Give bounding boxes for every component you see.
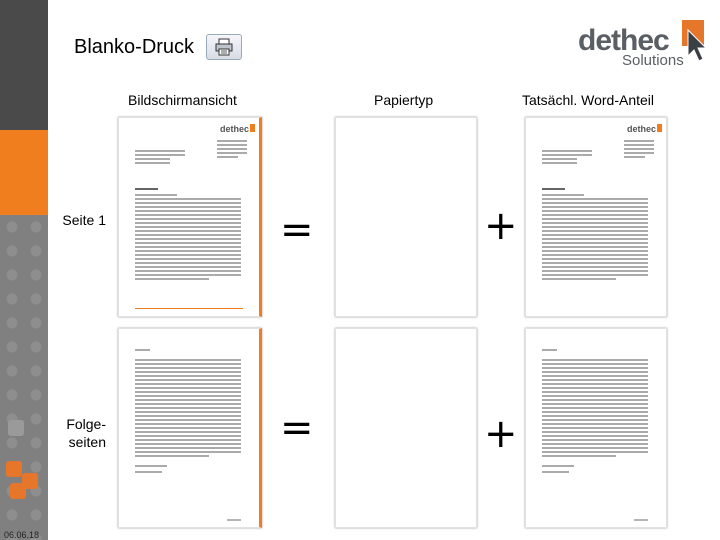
address-block — [542, 150, 592, 166]
company-logo: dethec Solutions — [578, 20, 710, 68]
puzzle-piece-icon — [6, 461, 22, 477]
puzzle-piece-icon — [10, 483, 26, 499]
body-text — [542, 349, 648, 475]
side-strip-accent — [0, 130, 48, 215]
row-label-first-page: Seite 1 — [50, 212, 106, 228]
equals-sign: = — [280, 408, 314, 448]
page-title: Blanko-Druck — [74, 36, 194, 59]
printer-icon — [214, 38, 234, 56]
body-text — [135, 349, 241, 475]
side-strip — [0, 0, 48, 540]
mini-logo: dethec — [220, 124, 249, 134]
address-block — [135, 150, 185, 166]
side-strip-dark — [0, 0, 48, 130]
equals-sign: = — [280, 210, 314, 250]
sender-block — [624, 140, 654, 160]
sender-block — [217, 140, 247, 160]
page-preview-word-following — [525, 328, 667, 528]
page-preview-word-first: dethec — [525, 117, 667, 317]
mini-logo: dethec — [627, 124, 656, 134]
column-label-screen-view: Bildschirmansicht — [128, 92, 237, 108]
title-row: Blanko-Druck — [74, 34, 242, 60]
page-preview-screen-first: dethec — [118, 117, 262, 317]
column-label-paper-type: Papiertyp — [374, 92, 433, 108]
plus-sign: + — [484, 206, 518, 246]
row-label-following-pages-1: Folge- — [50, 416, 106, 432]
column-label-word-portion: Tatsächl. Word-Anteil — [522, 92, 654, 108]
body-text — [135, 188, 241, 282]
side-strip-puzzle-pattern — [0, 215, 48, 540]
plus-sign: + — [484, 414, 518, 454]
page-preview-paper-first — [335, 117, 477, 317]
print-button[interactable] — [206, 34, 242, 60]
row-label-following-pages-2: seiten — [50, 434, 106, 450]
page-preview-paper-following — [335, 328, 477, 528]
puzzle-piece-icon — [8, 420, 24, 436]
logo-subtitle: Solutions — [622, 52, 684, 69]
slide-date: 06.06.18 — [4, 530, 39, 540]
page-preview-screen-following — [118, 328, 262, 528]
cursor-logo-icon — [680, 20, 710, 62]
body-text — [542, 188, 648, 282]
